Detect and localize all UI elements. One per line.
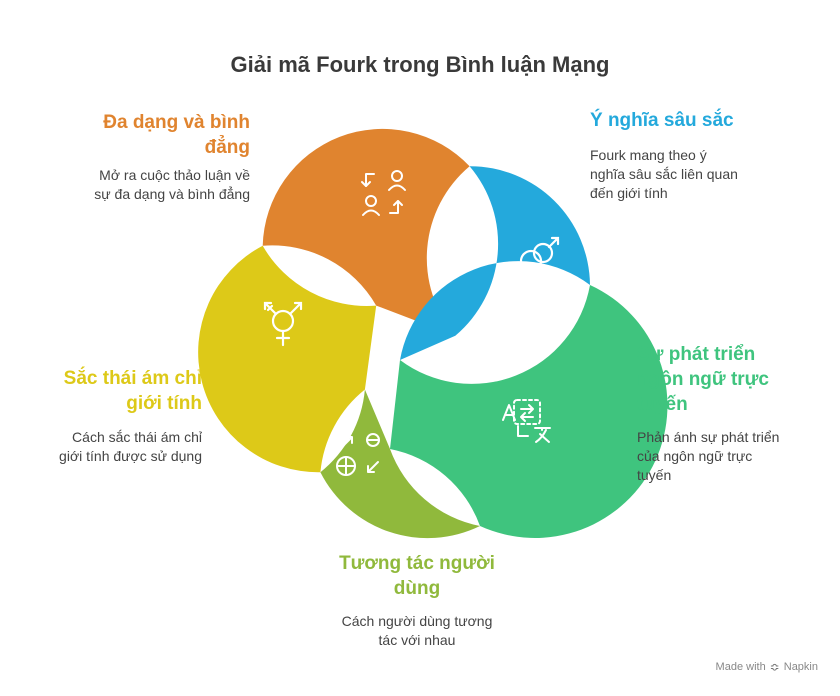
segment-green: [390, 285, 668, 538]
label-language-heading-line2: ngôn ngữ trực: [637, 369, 769, 390]
label-diversity-desc-line2: sự đa dạng và bình đẳng: [94, 186, 250, 202]
label-interaction-heading: Tương tác người dùng: [317, 551, 517, 601]
label-nuance-heading-line1: Sắc thái ám chỉ: [63, 368, 202, 389]
label-meaning-heading: Ý nghĩa sâu sắc: [590, 108, 734, 133]
label-diversity-desc: Mở ra cuộc thảo luận về sự đa dạng và bì…: [94, 166, 250, 204]
label-diversity-heading-line1: Đa dạng và bình: [103, 112, 250, 133]
label-meaning-desc: Fourk mang theo ý nghĩa sâu sắc liên qua…: [590, 146, 738, 203]
label-interaction-heading-line2: dùng: [393, 578, 441, 599]
label-diversity-heading: Đa dạng và bình đẳng: [103, 110, 250, 160]
made-with-napkin[interactable]: Made with ≎ Napkin: [716, 660, 818, 674]
segment-olive: [320, 389, 480, 539]
label-meaning-desc-line2: nghĩa sâu sắc liên quan: [590, 166, 738, 182]
diagram-title: Giải mã Fourk trong Bình luận Mạng: [230, 52, 610, 77]
made-with-text: Made with: [715, 661, 766, 673]
label-meaning-heading-line1: Ý nghĩa sâu sắc: [590, 110, 734, 131]
label-diversity-heading-line2: đẳng: [204, 137, 250, 158]
segment-yellow: [198, 245, 377, 473]
label-nuance-desc: Cách sắc thái ám chỉ giới tính được sử d…: [59, 428, 202, 466]
label-meaning-desc-line3: đến giới tính: [590, 185, 668, 201]
segment-blue: [400, 166, 590, 360]
label-diversity-desc-line1: Mở ra cuộc thảo luận về: [99, 167, 250, 183]
label-language-heading-line1: Sự phát triển: [637, 344, 756, 365]
label-interaction-desc: Cách người dùng tương tác với nhau: [317, 612, 517, 650]
segment-orange: [262, 128, 470, 336]
label-nuance-heading: Sắc thái ám chỉ giới tính: [64, 366, 202, 416]
label-language-desc: Phản ánh sự phát triển của ngôn ngữ trực…: [637, 428, 779, 485]
label-nuance-desc-line2: giới tính được sử dụng: [59, 448, 202, 464]
label-meaning-desc-line1: Fourk mang theo ý: [590, 147, 707, 163]
user-interaction-icon: [336, 433, 380, 476]
napkin-brand-text: Napkin: [783, 661, 818, 673]
label-interaction-desc-line1: Cách người dùng tương: [341, 613, 493, 629]
label-language-desc-line2: của ngôn ngữ trực: [637, 448, 753, 464]
label-language-desc-line3: tuyến: [637, 467, 672, 483]
label-language-heading: Sự phát triển ngôn ngữ trực tuyến: [637, 342, 769, 417]
translate-icon: [502, 399, 551, 443]
napkin-logo-icon: ≎: [769, 660, 780, 674]
label-interaction-desc-line2: tác với nhau: [378, 632, 456, 648]
label-language-heading-line3: tuyến: [637, 394, 688, 415]
label-nuance-desc-line1: Cách sắc thái ám chỉ: [72, 429, 202, 445]
gender-symbols-icon: [519, 236, 560, 283]
label-interaction-heading-line1: Tương tác người: [339, 553, 495, 574]
label-nuance-heading-line2: giới tính: [126, 393, 202, 414]
people-exchange-icon: [361, 170, 406, 216]
label-language-desc-line1: Phản ánh sự phát triển: [637, 429, 780, 445]
transgender-icon: [263, 301, 303, 347]
